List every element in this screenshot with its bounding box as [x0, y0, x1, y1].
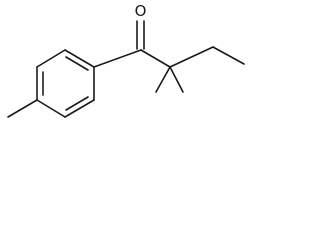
bond-ring-inner-2 — [65, 56, 89, 71]
bond-ring-6 — [36, 99, 66, 118]
bond-ring-2 — [36, 49, 66, 68]
bond-quaternary-methyl-left — [155, 66, 171, 93]
bond-ring-5 — [64, 99, 95, 118]
bond-ethyl-terminal — [212, 46, 245, 65]
bond-quaternary-methyl-right — [169, 66, 184, 93]
bond-methyl-ring — [7, 99, 38, 118]
bond-carbonyl-quaternary — [140, 49, 171, 68]
bond-quaternary-ethyl — [169, 46, 214, 68]
bond-ring-inner-3 — [65, 96, 89, 111]
oxygen-atom-label: O — [135, 2, 147, 20]
bond-ring-carbonyl — [93, 49, 142, 68]
chemical-structure-diagram: O — [7, 2, 245, 118]
atom-labels: O — [135, 2, 147, 20]
bond-ring-3 — [64, 49, 95, 68]
bonds — [7, 20, 245, 118]
